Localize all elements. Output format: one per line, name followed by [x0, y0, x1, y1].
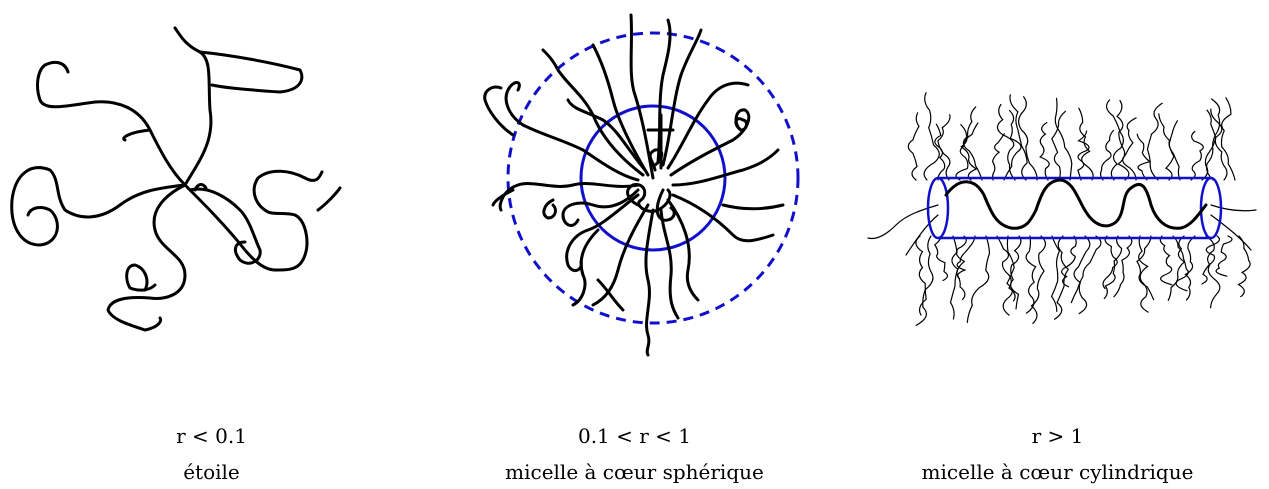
- structure-label: micelle à cœur cylindrique: [846, 460, 1269, 484]
- corona-chain: [1221, 98, 1235, 180]
- corona-chain: [1019, 97, 1037, 180]
- polymer-chain: [723, 205, 783, 209]
- corona-chain: [1040, 123, 1049, 180]
- corona-chain: [956, 236, 966, 300]
- polymer-chain: [568, 100, 645, 170]
- corona-chain: [1052, 111, 1066, 180]
- panel-cylindrical-micelle: r > 1 micelle à cœur cylindrique: [846, 0, 1269, 489]
- core-backbone: [946, 180, 1206, 228]
- condition-label: r < 0.1: [0, 424, 423, 448]
- structure-label: étoile: [0, 460, 423, 484]
- polymer-chain: [573, 230, 598, 305]
- corona-chain: [1202, 236, 1220, 284]
- polymer-chain: [673, 195, 773, 241]
- corona-chain: [1211, 205, 1256, 211]
- corona-chain: [1055, 98, 1072, 180]
- core-coil: [544, 200, 556, 218]
- corona-chain: [1103, 236, 1117, 289]
- star-arm: [38, 62, 185, 185]
- corona-chain: [1123, 118, 1136, 180]
- corona-chain: [1062, 236, 1077, 287]
- corona-chain: [993, 134, 1005, 180]
- corona-chain: [967, 236, 989, 323]
- polymer-chain: [506, 83, 638, 181]
- corona-chain: [1160, 236, 1172, 285]
- corona-chains: [868, 93, 1256, 326]
- star-arm: [200, 52, 302, 92]
- polymer-chain: [598, 280, 623, 310]
- corona-chain: [997, 105, 1015, 181]
- corona-chain: [951, 236, 958, 319]
- panel-spherical-micelle: 0.1 < r < 1 micelle à cœur sphérique: [423, 0, 846, 489]
- structure-label: micelle à cœur sphérique: [423, 460, 846, 484]
- spherical-micelle-diagram: [423, 0, 846, 400]
- condition-label: 0.1 < r < 1: [423, 424, 846, 448]
- corona-chain: [908, 113, 919, 180]
- corona-chain: [935, 236, 948, 281]
- star-arm: [318, 188, 340, 210]
- corona-chain: [961, 125, 977, 180]
- star-arm: [127, 265, 155, 290]
- polymer-chain: [661, 210, 678, 318]
- corona-chain: [938, 115, 950, 180]
- corona-chain: [1026, 236, 1036, 313]
- corona-chain: [1147, 103, 1162, 180]
- corona-chain: [924, 93, 939, 180]
- corona-chain: [1137, 134, 1150, 180]
- condition-label: r > 1: [846, 424, 1269, 448]
- corona-chain: [1074, 236, 1090, 314]
- corona-chain: [1010, 95, 1027, 180]
- cylindrical-micelle-diagram: [846, 0, 1269, 400]
- star-diagram: [0, 0, 423, 400]
- corona-chain: [1173, 236, 1188, 291]
- corona-chain: [1239, 236, 1251, 297]
- cylinder-left-cap: [928, 178, 948, 238]
- corona-chain: [1114, 236, 1132, 297]
- corona-chain: [1191, 132, 1203, 181]
- star-arm: [124, 130, 150, 140]
- polymer-chain: [646, 210, 653, 355]
- polymer-chain: [593, 205, 648, 305]
- core-coil: [736, 119, 747, 130]
- panel-star: r < 0.1 étoile: [0, 0, 423, 489]
- corona-chain: [916, 236, 926, 315]
